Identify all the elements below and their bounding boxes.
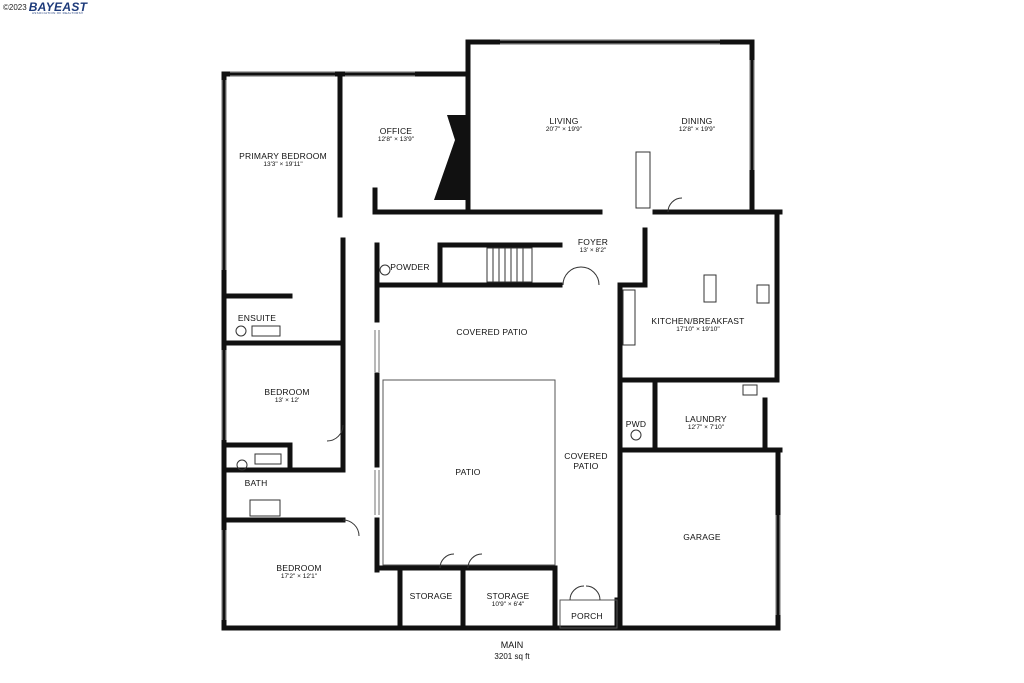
- patio-outline: [382, 379, 618, 629]
- window-living-top: [500, 39, 720, 45]
- room-name: COVERED PATIO: [456, 327, 528, 337]
- room-name: FOYER: [577, 237, 609, 247]
- door-bed2: [342, 519, 360, 537]
- window-left-bed2: [221, 530, 227, 620]
- door-bed1: [326, 424, 344, 442]
- fireplace: [434, 115, 470, 200]
- room-name: PORCH: [571, 611, 603, 621]
- laundry-sink: [742, 384, 758, 396]
- room-name: LIVING: [549, 116, 579, 126]
- window-garage-right: [775, 515, 781, 615]
- range: [756, 284, 770, 304]
- floor-area: 3201 sq ft: [494, 652, 530, 661]
- walls: [221, 39, 783, 631]
- room-foyer: FOYER 13' × 8'2": [578, 237, 608, 255]
- room-name: LAUNDRY: [685, 414, 727, 424]
- room-primary-bedroom: PRIMARY BEDROOM 13'3" × 19'11": [239, 151, 327, 169]
- kitchen-island: [703, 274, 717, 303]
- room-name: DINING: [681, 116, 713, 126]
- bath-vanity: [254, 453, 282, 465]
- ensuite-vanity: [251, 325, 281, 337]
- room-name: STORAGE: [486, 591, 530, 601]
- windows: [221, 39, 781, 620]
- bathtub: [249, 499, 281, 517]
- room-storage-1: STORAGE: [410, 591, 453, 601]
- door-foyer-entry: [562, 266, 600, 286]
- door-storage-1: [439, 553, 455, 569]
- room-name: ENSUITE: [237, 313, 277, 323]
- room-living: LIVING 20'7" × 19'9": [546, 116, 582, 134]
- room-garage: GARAGE: [683, 532, 721, 542]
- window-primary-top: [230, 71, 335, 77]
- stair-treads: [492, 248, 524, 282]
- fixtures: [235, 151, 770, 517]
- window-left-primary: [221, 80, 227, 270]
- room-bedroom-2: BEDROOM 17'2" × 12'1": [276, 563, 321, 581]
- room-dims: 13'3" × 19'11": [263, 161, 303, 169]
- plan-footer: MAIN 3201 sq ft: [494, 640, 529, 661]
- window-patio-lower: [374, 470, 380, 515]
- room-dims: 17'10" × 19'10": [676, 326, 720, 334]
- room-dims: 12'7" × 7'10": [687, 424, 725, 432]
- room-kitchen: KITCHEN/BREAKFAST 17'10" × 19'10": [651, 316, 744, 334]
- window-patio-left: [374, 330, 380, 372]
- floor-name: MAIN: [500, 640, 524, 650]
- room-name: BEDROOM: [264, 387, 310, 397]
- porch-box: [559, 599, 618, 629]
- room-laundry: LAUNDRY 12'7" × 7'10": [685, 414, 727, 432]
- room-dims: 13' × 8'2": [579, 247, 607, 255]
- door-storage-2: [467, 553, 483, 569]
- room-dims: 20'7" × 19'9": [545, 126, 583, 134]
- room-dims: 12'8" × 19'9": [678, 126, 716, 134]
- wall-left-outer: [221, 71, 623, 631]
- room-patio: PATIO: [455, 467, 480, 477]
- room-bath: BATH: [245, 478, 268, 488]
- room-name: COVERED PATIO: [564, 451, 608, 472]
- room-name: POWDER: [390, 262, 430, 272]
- window-office-top: [345, 71, 415, 77]
- fireplace-shape: [434, 115, 470, 200]
- window-left-bed1: [221, 350, 227, 440]
- room-ensuite: ENSUITE: [238, 313, 276, 323]
- room-bedroom-1: BEDROOM 13' × 12': [264, 387, 309, 405]
- room-name: PRIMARY BEDROOM: [239, 151, 327, 161]
- room-pwd: PWD: [626, 419, 646, 429]
- room-name: BEDROOM: [276, 563, 322, 573]
- door-porch: [569, 585, 601, 601]
- room-dims: 13' × 12': [274, 397, 300, 405]
- room-name: PWD: [625, 419, 647, 429]
- room-dims: 12'8" × 13'9": [377, 136, 415, 144]
- toilet-pwd: [630, 429, 642, 441]
- window-dining-right: [749, 60, 755, 170]
- toilet-ensuite: [235, 325, 247, 337]
- room-dims: 17'2" × 12'1": [280, 573, 318, 581]
- kitchen-counter-left: [622, 289, 636, 346]
- room-porch: PORCH: [571, 611, 603, 621]
- room-name: BATH: [244, 478, 268, 488]
- toilet-bath: [236, 459, 248, 471]
- room-office: OFFICE 12'8" × 13'9": [378, 126, 414, 144]
- room-covered-patio-side: COVERED PATIO: [564, 451, 607, 471]
- room-name: OFFICE: [379, 126, 413, 136]
- living-sofa: [635, 151, 651, 209]
- door-dining-kitchen: [667, 197, 683, 213]
- doors: [326, 197, 683, 601]
- toilet-powder: [379, 264, 391, 276]
- room-name: GARAGE: [683, 532, 721, 542]
- room-storage-2: STORAGE 10'9" × 6'4": [487, 591, 530, 609]
- bayeast-logo: BAYEAST: [28, 0, 88, 14]
- room-covered-patio-top: COVERED PATIO: [456, 327, 527, 337]
- stair: [486, 247, 533, 283]
- watermark: ©2023 BAYEAST: [3, 0, 87, 14]
- room-dining: DINING 12'8" × 19'9": [679, 116, 715, 134]
- copyright-text: ©2023: [3, 2, 27, 12]
- room-powder: POWDER: [390, 262, 429, 272]
- room-dims: 10'9" × 6'4": [491, 601, 525, 609]
- logo-tagline: ASSOCIATION OF REALTORS®: [32, 11, 84, 15]
- room-name: PATIO: [455, 467, 481, 477]
- room-name: STORAGE: [409, 591, 453, 601]
- room-name: KITCHEN/BREAKFAST: [651, 316, 745, 326]
